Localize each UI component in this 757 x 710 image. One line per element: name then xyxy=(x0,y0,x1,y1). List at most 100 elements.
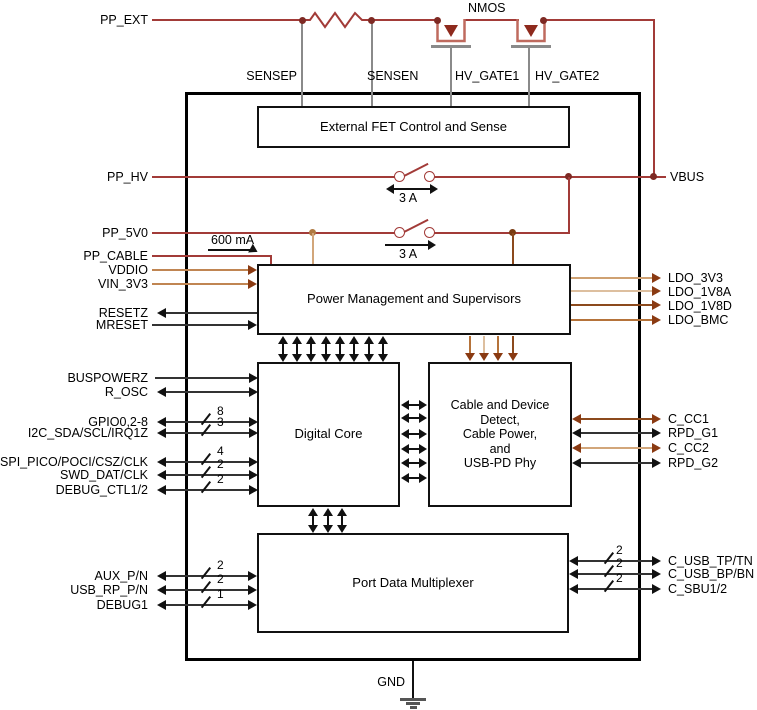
label-gpio: GPIO0,2-8 xyxy=(88,415,148,429)
arrowhead-r-osc-r xyxy=(249,387,258,397)
switch-hv-rating-arrowhead-right xyxy=(430,184,438,194)
arrowhead-gpio-l xyxy=(157,417,166,427)
bus-pms-core-5-up xyxy=(335,336,345,344)
arrowhead-debug1-l xyxy=(157,600,166,610)
label-sensen: SENSEN xyxy=(367,69,419,83)
block-cable-detect-line5: USB-PD Phy xyxy=(463,456,537,471)
wire-ldo-bmc xyxy=(571,319,652,321)
arrowhead-rpd-g2-l xyxy=(572,458,581,468)
label-c-usb-tp: C_USB_TP/TN xyxy=(668,554,753,568)
bus-pms-core-6-up xyxy=(349,336,359,344)
block-port-data-multiplexer: Port Data Multiplexer xyxy=(257,533,569,633)
supply-cable-1 xyxy=(469,336,471,354)
label-rpd-g1: RPD_G1 xyxy=(668,426,719,440)
label-sensep: SENSEP xyxy=(246,69,297,83)
label-gnd: GND xyxy=(377,675,405,689)
arrowhead-aux-r xyxy=(248,571,257,581)
arrowhead-aux-l xyxy=(157,571,166,581)
wire-pp-hv-1 xyxy=(152,176,396,178)
arrowhead-r-osc-l xyxy=(157,387,166,397)
supply-cable-3-head xyxy=(493,353,503,361)
label-c-cc2: C_CC2 xyxy=(668,441,709,455)
arrowhead-c-cc2-r xyxy=(652,443,661,453)
arrowhead-i2c-r xyxy=(249,428,258,438)
wire-i2c xyxy=(166,432,249,434)
label-mreset: MRESET xyxy=(95,318,148,332)
bus-pms-core-1-down xyxy=(278,354,288,362)
bus-width-c-usb-tp: 2 xyxy=(616,543,623,557)
arrowhead-buspowerz xyxy=(249,373,258,383)
bus-pms-core-3-down xyxy=(306,354,316,362)
wire-ldo-3v3 xyxy=(571,277,652,279)
ground-symbol-bar1 xyxy=(400,698,426,701)
junction-5v-tap2 xyxy=(509,229,516,236)
block-power-management: Power Management and Supervisors xyxy=(257,264,571,335)
wire-5v-to-vbus xyxy=(568,177,570,234)
bus-core-cable-2 xyxy=(408,417,420,419)
wire-vin-3v3 xyxy=(152,283,249,285)
junction-sensen xyxy=(368,17,375,24)
arrowhead-ldo-1v8d xyxy=(652,300,661,310)
bus-pms-core-2-down xyxy=(292,354,302,362)
nmos-fet-1 xyxy=(436,19,466,43)
arrowhead-usb-rp-l xyxy=(157,585,166,595)
junction-vbus-5v xyxy=(565,173,572,180)
label-pp-ext: PP_EXT xyxy=(100,13,148,27)
label-ldo-bmc: LDO_BMC xyxy=(668,313,729,327)
label-vddio: VDDIO xyxy=(108,263,148,277)
arrowhead-usb-rp-r xyxy=(248,585,257,595)
bus-pms-core-6-down xyxy=(349,354,359,362)
label-ldo-1v8d: LDO_1V8D xyxy=(668,299,732,313)
bus-core-cable-1-r xyxy=(419,400,427,410)
wire-c-cc1 xyxy=(581,418,652,420)
arrowhead-c-sbu-r xyxy=(652,584,661,594)
junction-vbus-ext xyxy=(650,173,657,180)
wire-mreset xyxy=(152,324,248,326)
bus-pms-core-8-up xyxy=(378,336,388,344)
wire-pp-cable-h xyxy=(152,255,272,257)
switch-5v-rating-label: 3 A xyxy=(399,247,418,261)
bus-pms-core-4-down xyxy=(321,354,331,362)
arrowhead-gpio-r xyxy=(249,417,258,427)
nmos-fet-2 xyxy=(516,19,546,43)
bus-core-cable-6 xyxy=(408,477,420,479)
bus-pms-core-8-down xyxy=(378,354,388,362)
label-r-osc: R_OSC xyxy=(104,385,148,399)
arrowhead-rpd-g1-r xyxy=(652,428,661,438)
wire-5v-tap1 xyxy=(312,233,314,264)
arrowhead-rpd-g2-r xyxy=(652,458,661,468)
arrowhead-ldo-bmc xyxy=(652,315,661,325)
block-power-management-label: Power Management and Supervisors xyxy=(307,291,521,307)
wire-vbus-drop xyxy=(653,19,655,178)
label-pp-hv: PP_HV xyxy=(107,170,148,184)
switch-hv-rating-arrowhead-left xyxy=(386,184,394,194)
bus-core-cable-6-r xyxy=(419,473,427,483)
wire-sensen xyxy=(371,20,373,106)
wire-pp-5v0-1 xyxy=(152,232,396,234)
label-c-usb-bp: C_USB_BP/BN xyxy=(668,567,755,581)
arrowhead-swd-r xyxy=(249,470,258,480)
label-buspowerz: BUSPOWERZ xyxy=(67,371,148,385)
arrowhead-c-usb-bp-r xyxy=(652,569,661,579)
bus-pms-core-7 xyxy=(368,342,370,355)
bus-core-cable-2-l xyxy=(401,413,409,423)
junction-fet1 xyxy=(434,17,441,24)
arrowhead-resetz xyxy=(157,308,166,318)
bus-core-cable-5 xyxy=(408,462,420,464)
label-pp-cable: PP_CABLE xyxy=(83,249,148,263)
bus-pms-core-1 xyxy=(282,342,284,355)
label-vbus: VBUS xyxy=(670,170,705,184)
label-spi: SPI_PICO/POCI/CSZ/CLK xyxy=(0,455,148,469)
wire-debug1 xyxy=(166,604,249,606)
wire-swd xyxy=(166,474,249,476)
switch-hv-contact-right xyxy=(424,171,435,182)
bus-core-cable-6-l xyxy=(401,473,409,483)
wire-r-osc xyxy=(166,391,249,393)
bus-pms-core-2-up xyxy=(292,336,302,344)
label-nmos: NMOS xyxy=(468,1,506,15)
arrowhead-c-cc1-r xyxy=(652,414,661,424)
wire-pp-5v0-2 xyxy=(432,232,570,234)
bus-width-aux: 2 xyxy=(217,558,224,572)
wire-c-usb-bp xyxy=(578,573,652,575)
